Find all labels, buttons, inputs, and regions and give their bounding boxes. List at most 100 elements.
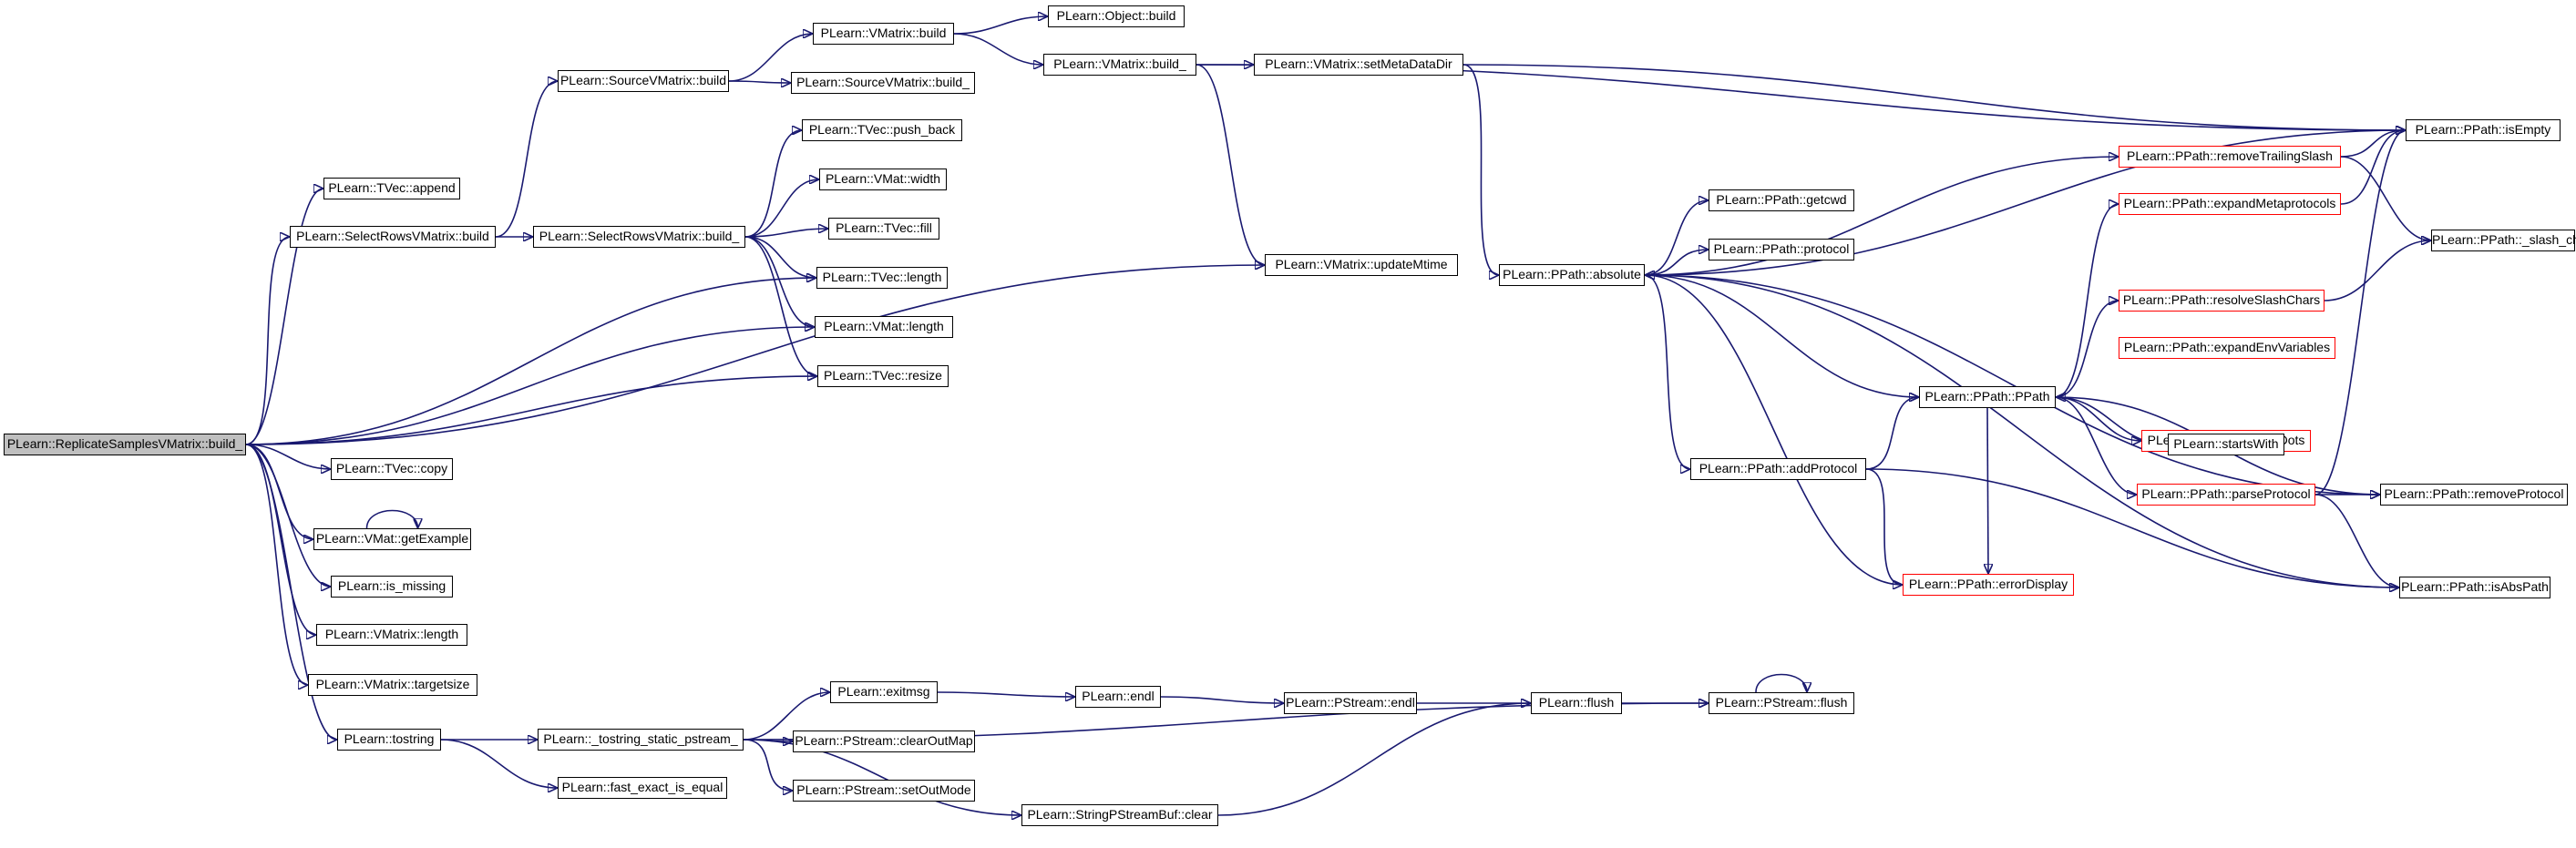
node-vmat-length[interactable]: PLearn::VMat::length bbox=[815, 316, 953, 338]
call-edge-vmat_getexample-to-vmat_getexample bbox=[365, 509, 418, 529]
node-pp-pppath[interactable]: PLearn::PPath::PPath bbox=[1919, 386, 2056, 408]
call-edge-root-to-is_missing bbox=[245, 444, 331, 587]
call-edge-srvm_build_-to-tvec_length bbox=[744, 236, 816, 278]
node-ps-setoutmode[interactable]: PLearn::PStream::setOutMode bbox=[793, 780, 975, 802]
call-edge-pp_expandmeta-to-pp_isempty bbox=[2340, 130, 2406, 205]
call-edge-vm_build-to-vm_build_ bbox=[953, 33, 1043, 65]
call-edge-svm_build-to-svm_build_ bbox=[728, 81, 791, 83]
call-edge-tostring-to-fast_exact bbox=[440, 739, 558, 788]
call-edge-pp_removetrailing-to-pp_slashchar bbox=[2340, 156, 2431, 240]
call-edge-pp_errordisplay-to-pp_absolute bbox=[1645, 275, 1904, 586]
node-srvm-build-[interactable]: PLearn::SelectRowsVMatrix::build_ bbox=[533, 226, 745, 248]
call-edge-pp_addprotocol-to-pp_pppath bbox=[1865, 397, 1919, 470]
node-vmat-getexample[interactable]: PLearn::VMat::getExample bbox=[313, 528, 471, 550]
call-edge-srvm_build_-to-tvec_push_back bbox=[744, 130, 802, 238]
node-exitmsg[interactable]: PLearn::exitmsg bbox=[830, 681, 938, 703]
call-edge-root-to-vmat_length bbox=[245, 327, 815, 445]
node-pp-removetrailing[interactable]: PLearn::PPath::removeTrailingSlash bbox=[2119, 146, 2341, 168]
node-vm-targetsize[interactable]: PLearn::VMatrix::targetsize bbox=[308, 674, 477, 696]
call-edge-pp_isabspath-to-pp_absolute bbox=[1645, 275, 2400, 588]
call-edge-pp_absolute-to-pp_isempty bbox=[1644, 130, 2406, 276]
call-edge-root-to-srvm_build bbox=[245, 237, 290, 445]
node-pp-parseprotocol[interactable]: PLearn::PPath::parseProtocol bbox=[2137, 484, 2315, 506]
node-tvec-push-back[interactable]: PLearn::TVec::push_back bbox=[802, 119, 962, 141]
node-pp-getcwd[interactable]: PLearn::PPath::getcwd bbox=[1709, 189, 1854, 211]
call-edge-pp_absolute-to-pp_addprotocol bbox=[1644, 274, 1690, 469]
node-svm-build-[interactable]: PLearn::SourceVMatrix::build_ bbox=[791, 72, 975, 94]
node-pp-errordisplay[interactable]: PLearn::PPath::errorDisplay bbox=[1903, 574, 2074, 596]
node-vm-updatemtime[interactable]: PLearn::VMatrix::updateMtime bbox=[1265, 254, 1458, 276]
node-obj-build[interactable]: PLearn::Object::build bbox=[1048, 5, 1185, 27]
call-edge-tostring_static-to-ps_setoutmode bbox=[743, 739, 793, 791]
node-tvec-copy[interactable]: PLearn::TVec::copy bbox=[331, 458, 453, 480]
node-pp-expandmeta[interactable]: PLearn::PPath::expandMetaprotocols bbox=[2119, 193, 2341, 215]
call-edge-svm_build-to-vm_build bbox=[728, 34, 813, 82]
call-edge-srvm_build-to-svm_build bbox=[495, 81, 558, 238]
node-pp-addprotocol[interactable]: PLearn::PPath::addProtocol bbox=[1690, 458, 1866, 480]
call-edge-root-to-vm_updatemtime bbox=[245, 265, 1265, 445]
node-spsb-clear[interactable]: PLearn::StringPStreamBuf::clear bbox=[1021, 804, 1218, 826]
call-edge-pp_pppath-to-pp_errordisplay bbox=[1987, 407, 1988, 574]
call-edge-pp_addprotocol-to-pp_errordisplay bbox=[1865, 468, 1903, 585]
node-ps-clearoutmap[interactable]: PLearn::PStream::clearOutMap bbox=[793, 731, 975, 752]
node-vm-setmeta[interactable]: PLearn::VMatrix::setMetaDataDir bbox=[1254, 54, 1463, 76]
node-startswith[interactable]: PLearn::startsWith bbox=[2168, 434, 2284, 455]
node-is-missing[interactable]: PLearn::is_missing bbox=[331, 576, 453, 598]
call-edge-srvm_build_-to-tvec_resize bbox=[744, 236, 817, 376]
node-pp-resolveslash[interactable]: PLearn::PPath::resolveSlashChars bbox=[2119, 290, 2325, 312]
call-edge-srvm_build_-to-vmat_length bbox=[744, 236, 815, 327]
call-edge-root-to-vm_targetsize bbox=[245, 444, 308, 685]
node-endl[interactable]: PLearn::endl bbox=[1075, 686, 1161, 708]
node-fast-exact[interactable]: PLearn::fast_exact_is_equal bbox=[558, 777, 727, 799]
node-pp-slashchar[interactable]: PLearn::PPath::_slash_char bbox=[2431, 230, 2576, 251]
call-edge-root-to-tvec_resize bbox=[245, 376, 817, 445]
call-edge-vm_build-to-obj_build bbox=[953, 16, 1048, 35]
call-edge-vm_setmeta-to-pp_absolute bbox=[1462, 64, 1499, 275]
node-srvm-build[interactable]: PLearn::SelectRowsVMatrix::build bbox=[290, 226, 496, 248]
call-edge-pp_removetrailing-to-pp_isempty bbox=[2340, 130, 2406, 158]
call-edge-pp_pppath-to-pp_resolveslash bbox=[2055, 301, 2119, 398]
call-edge-pp_pppath-to-pp_parseprotocol bbox=[2055, 396, 2137, 495]
node-tvec-append[interactable]: PLearn::TVec::append bbox=[323, 178, 460, 199]
node-ps-endl[interactable]: PLearn::PStream::endl bbox=[1284, 692, 1417, 714]
call-edge-endl-to-ps_endl bbox=[1160, 696, 1284, 703]
call-edge-pp_parseprotocol-to-pp_isabspath bbox=[2314, 494, 2399, 587]
call-edge-root-to-tvec_length bbox=[245, 278, 816, 445]
node-vm-length[interactable]: PLearn::VMatrix::length bbox=[316, 624, 467, 646]
node-pp-protocol[interactable]: PLearn::PPath::protocol bbox=[1709, 239, 1854, 261]
node-ps-flush[interactable]: PLearn::PStream::flush bbox=[1709, 692, 1854, 714]
call-edge-exitmsg-to-endl bbox=[937, 691, 1075, 697]
node-vm-build[interactable]: PLearn::VMatrix::build bbox=[813, 23, 954, 45]
call-edge-pp_absolute-to-pp_pppath bbox=[1644, 274, 1919, 397]
call-edge-pp_absolute-to-pp_getcwd bbox=[1644, 200, 1709, 276]
node-pp-absolute[interactable]: PLearn::PPath::absolute bbox=[1499, 264, 1645, 286]
node-tvec-fill[interactable]: PLearn::TVec::fill bbox=[828, 218, 939, 240]
node-pp-removeprotocol[interactable]: PLearn::PPath::removeProtocol bbox=[2380, 484, 2568, 506]
call-edge-srvm_build_-to-tvec_fill bbox=[744, 229, 828, 238]
call-edge-spsb_clear-to-flush bbox=[1217, 703, 1531, 816]
call-edge-pp_addprotocol-to-pp_isabspath bbox=[1865, 468, 2399, 587]
call-edge-pp_absolute-to-pp_protocol bbox=[1644, 250, 1709, 276]
call-edge-root-to-tostring bbox=[245, 444, 337, 740]
node-tostring[interactable]: PLearn::tostring bbox=[337, 729, 441, 751]
node-svm-build[interactable]: PLearn::SourceVMatrix::build bbox=[558, 70, 729, 92]
node-tostring-static[interactable]: PLearn::_tostring_static_pstream_ bbox=[538, 729, 744, 751]
node-flush[interactable]: PLearn::flush bbox=[1531, 692, 1622, 714]
node-pp-isabspath[interactable]: PLearn::PPath::isAbsPath bbox=[2399, 577, 2550, 598]
call-edge-tostring_static-to-exitmsg bbox=[743, 692, 830, 741]
node-pp-isempty[interactable]: PLearn::PPath::isEmpty bbox=[2406, 119, 2561, 141]
call-edge-srvm_build_-to-vmat_width bbox=[744, 179, 819, 238]
node-vmat-width[interactable]: PLearn::VMat::width bbox=[819, 169, 947, 190]
node-pp-expandenv[interactable]: PLearn::PPath::expandEnvVariables bbox=[2119, 337, 2335, 359]
node-tvec-resize[interactable]: PLearn::TVec::resize bbox=[817, 365, 949, 387]
node-tvec-length[interactable]: PLearn::TVec::length bbox=[816, 267, 948, 289]
call-edge-pp_absolute-to-pp_removetrailing bbox=[1644, 157, 2119, 276]
call-edge-pp_pppath-to-pp_resolvedots bbox=[2055, 396, 2141, 441]
call-edge-pp_resolveslash-to-pp_slashchar bbox=[2324, 240, 2431, 301]
node-root[interactable]: PLearn::ReplicateSamplesVMatrix::build_ bbox=[4, 434, 246, 455]
node-vm-build-[interactable]: PLearn::VMatrix::build_ bbox=[1043, 54, 1196, 76]
call-edge-vm_setmeta-to-pp_isempty bbox=[1462, 64, 2406, 130]
call-edge-pp_pppath-to-pp_expandmeta bbox=[2055, 204, 2119, 398]
